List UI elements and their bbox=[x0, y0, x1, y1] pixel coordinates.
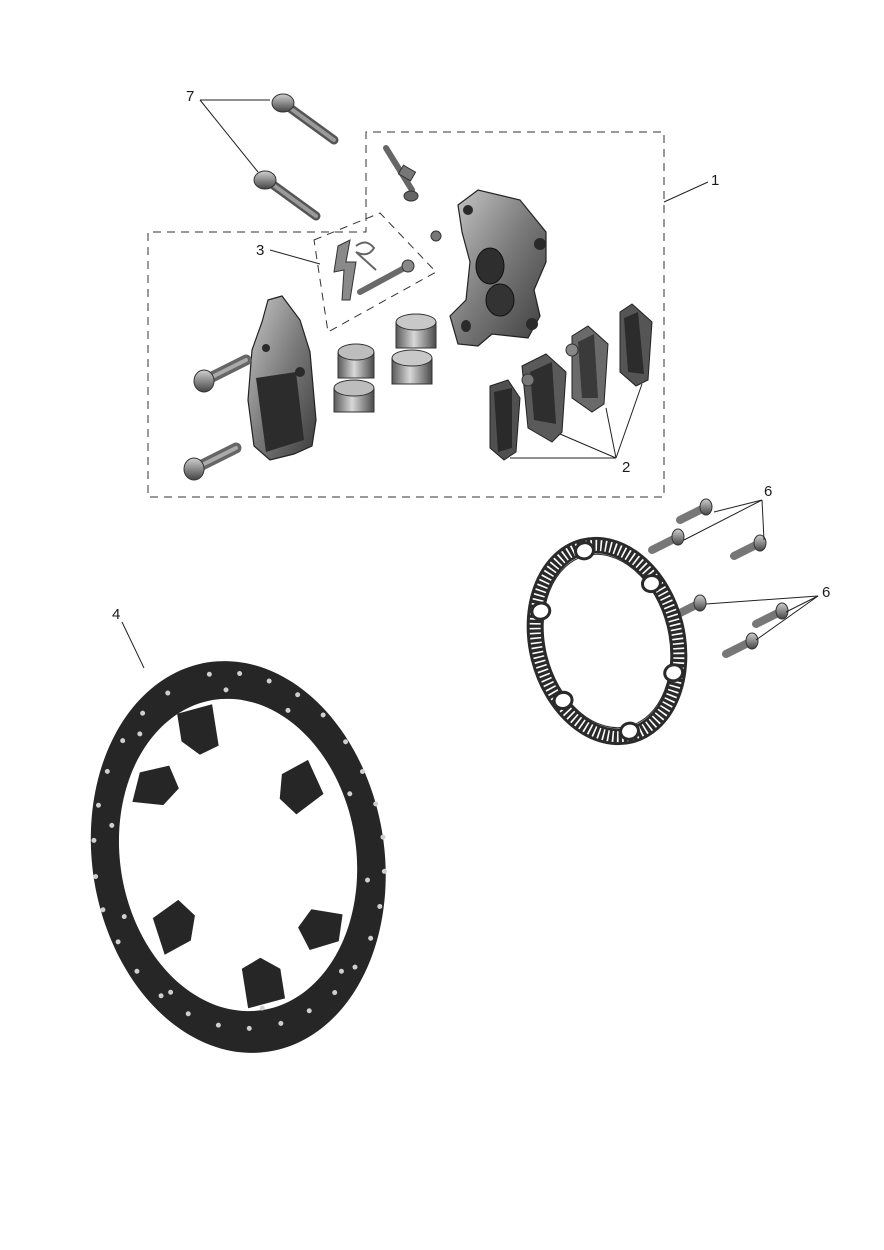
caliper-body-outer bbox=[247, 295, 317, 461]
seal-washer bbox=[430, 230, 442, 242]
disc-bolt bbox=[752, 602, 789, 628]
callout-1: 1 bbox=[711, 172, 719, 189]
piston bbox=[391, 349, 433, 385]
assembly-boundary bbox=[147, 131, 665, 498]
disc-bolt bbox=[648, 528, 685, 554]
kit-boundary bbox=[313, 212, 437, 333]
mounting-bolt bbox=[253, 170, 321, 221]
brake-disc bbox=[90, 661, 387, 1053]
brake-pad bbox=[489, 379, 521, 461]
disc-bolt bbox=[722, 632, 759, 658]
callout-2: 2 bbox=[622, 459, 630, 476]
caliper-bolt bbox=[183, 442, 242, 481]
pad-spring bbox=[333, 239, 357, 301]
pad-pin bbox=[357, 259, 415, 295]
callout-6-upper: 6 bbox=[764, 483, 772, 500]
brake-pad bbox=[521, 353, 567, 443]
mounting-bolt bbox=[271, 93, 339, 145]
callout-7: 7 bbox=[186, 88, 194, 105]
piston bbox=[337, 343, 375, 379]
brake-pad bbox=[565, 325, 609, 413]
disc-bolt bbox=[676, 498, 713, 524]
callout-6-lower: 6 bbox=[822, 584, 830, 601]
disc-bolt bbox=[730, 534, 767, 560]
piston bbox=[333, 379, 375, 413]
caliper-bolt bbox=[193, 354, 252, 393]
callout-3: 3 bbox=[256, 242, 264, 259]
leader-lines bbox=[121, 99, 819, 669]
abs-reluctor-ring bbox=[526, 536, 688, 746]
brake-pad bbox=[619, 303, 653, 387]
callout-4: 4 bbox=[112, 606, 120, 623]
bleed-valve bbox=[383, 145, 419, 202]
caliper-body-inner bbox=[449, 189, 547, 347]
piston bbox=[395, 313, 437, 349]
r-clip bbox=[355, 241, 377, 271]
